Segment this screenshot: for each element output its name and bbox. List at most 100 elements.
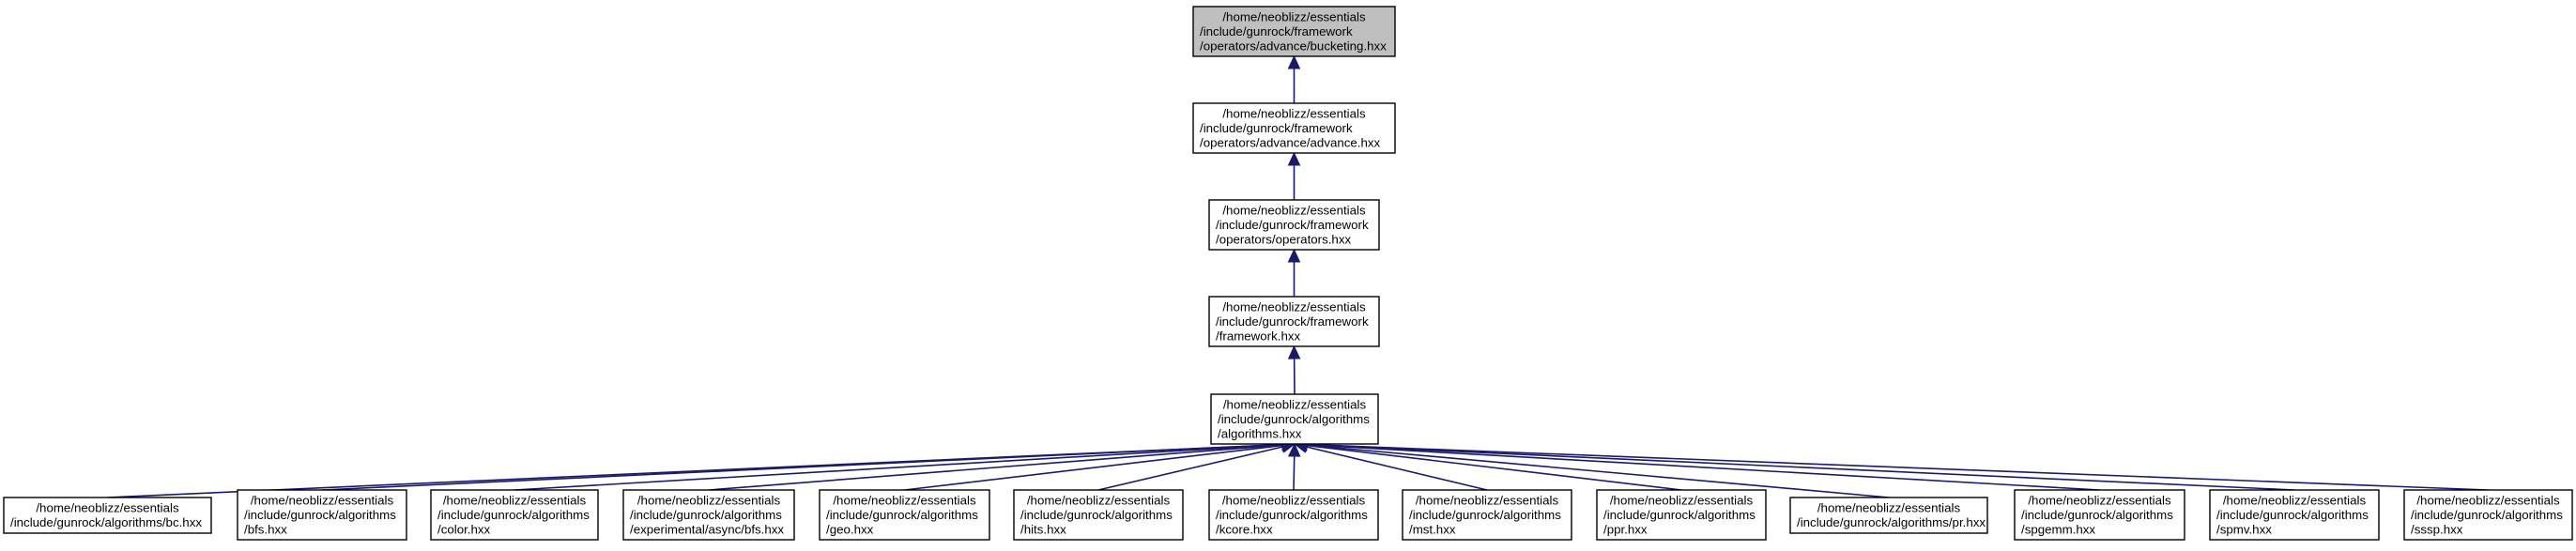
node-label-line: /include/gunrock/algorithms xyxy=(1216,508,1368,522)
node-box xyxy=(1208,296,1380,347)
node-label-line: /geo.hxx xyxy=(826,522,874,536)
node-label-line: /spgemm.hxx xyxy=(2021,522,2095,536)
node-label-line: /operators/advance/advance.hxx xyxy=(1200,135,1381,149)
edge-spmv-to-algorithms xyxy=(1293,437,2295,491)
node-label-line: /kcore.hxx xyxy=(1216,522,1273,536)
edge-arrowhead xyxy=(1287,248,1301,263)
node-kcore[interactable]: /home/neoblizz/essentials/include/gunroc… xyxy=(1208,489,1379,541)
node-label-line: /include/gunrock/algorithms/bc.hxx xyxy=(10,515,202,529)
node-box xyxy=(2209,489,2380,541)
node-label-line: /home/neoblizz/essentials xyxy=(1222,106,1366,120)
node-ppr[interactable]: /home/neoblizz/essentials/include/gunroc… xyxy=(1596,489,1767,541)
node-mst[interactable]: /home/neoblizz/essentials/include/gunroc… xyxy=(1402,489,1572,541)
edge-framework-to-operators xyxy=(1287,248,1301,297)
edge-spgemm-to-algorithms xyxy=(1293,437,2100,491)
edge-line xyxy=(321,443,1283,491)
node-bc[interactable]: /home/neoblizz/essentials/include/gunroc… xyxy=(3,497,212,534)
node-label-line: /include/gunrock/algorithms xyxy=(1020,508,1173,522)
node-label-line: /home/neoblizz/essentials xyxy=(1610,493,1754,507)
node-box xyxy=(1192,6,1396,57)
node-box xyxy=(622,489,795,541)
node-label-line: /include/gunrock/framework xyxy=(1200,121,1353,135)
edge-color-to-algorithms xyxy=(514,438,1296,491)
node-advance[interactable]: /home/neoblizz/essentials/include/gunroc… xyxy=(1192,102,1396,154)
node-box xyxy=(819,489,990,541)
node-label-line: /operators/advance/bucketing.hxx xyxy=(1200,38,1387,53)
node-box xyxy=(430,489,599,541)
node-box xyxy=(1013,489,1184,541)
node-label-line: /home/neoblizz/essentials xyxy=(443,493,587,507)
node-box xyxy=(1402,489,1572,541)
node-box xyxy=(1789,497,1988,534)
edge-line xyxy=(1306,443,2295,491)
node-framework[interactable]: /home/neoblizz/essentials/include/gunroc… xyxy=(1208,296,1380,347)
node-spgemm[interactable]: /home/neoblizz/essentials/include/gunroc… xyxy=(2014,489,2185,541)
node-label-line: /operators/operators.hxx xyxy=(1216,232,1351,246)
node-label-line: /home/neoblizz/essentials xyxy=(1222,203,1366,217)
node-label-line: /include/gunrock/algorithms xyxy=(437,508,590,522)
node-label-line: /mst.hxx xyxy=(1409,522,1456,536)
node-label-line: /home/neoblizz/essentials xyxy=(1817,501,1961,515)
edge-line xyxy=(708,444,1283,491)
edge-algorithms-to-framework xyxy=(1287,344,1301,395)
edge-arrowhead xyxy=(1287,344,1301,360)
node-label-line: /home/neoblizz/essentials xyxy=(833,493,976,507)
edges-layer xyxy=(107,54,2489,498)
node-label-line: /ppr.hxx xyxy=(1603,522,1648,536)
edge-line xyxy=(1306,444,1682,491)
node-label-line: /hits.hxx xyxy=(1020,522,1066,536)
node-label-line: /algorithms.hxx xyxy=(1218,426,1302,440)
node-box xyxy=(1208,199,1380,251)
edge-line xyxy=(1306,443,2100,491)
edge-line xyxy=(904,444,1283,491)
node-label-line: /home/neoblizz/essentials xyxy=(1222,9,1366,23)
edge-line xyxy=(514,443,1283,491)
node-color[interactable]: /home/neoblizz/essentials/include/gunroc… xyxy=(430,489,599,541)
node-label-line: /home/neoblizz/essentials xyxy=(1027,493,1171,507)
node-label-line: /home/neoblizz/essentials xyxy=(1223,397,1367,411)
node-label-line: /home/neoblizz/essentials xyxy=(2028,493,2171,507)
edge-operators-to-advance xyxy=(1287,151,1301,200)
node-label-line: /include/gunrock/algorithms/pr.hxx xyxy=(1797,515,1986,529)
node-bfs[interactable]: /home/neoblizz/essentials/include/gunroc… xyxy=(237,489,407,541)
edge-kcore-to-algorithms xyxy=(1287,442,1301,491)
node-box xyxy=(2403,489,2573,541)
node-box xyxy=(1596,489,1767,541)
node-label-line: /include/gunrock/algorithms xyxy=(1603,508,1756,522)
node-box xyxy=(237,489,407,541)
edge-sssp-to-algorithms xyxy=(1293,437,2489,491)
edge-line xyxy=(1306,444,1890,498)
edge-line xyxy=(1293,455,1296,491)
edge-line xyxy=(1306,446,1488,491)
node-pr[interactable]: /home/neoblizz/essentials/include/gunroc… xyxy=(1789,497,1988,534)
edge-advance-to-bucketing xyxy=(1287,54,1301,103)
node-label-line: /sssp.hxx xyxy=(2411,522,2463,536)
node-label-line: /home/neoblizz/essentials xyxy=(637,493,781,507)
node-label-line: /home/neoblizz/essentials xyxy=(2416,493,2560,507)
node-label-line: /framework.hxx xyxy=(1216,329,1300,343)
node-hits[interactable]: /home/neoblizz/essentials/include/gunroc… xyxy=(1013,489,1184,541)
node-label-line: /include/gunrock/framework xyxy=(1200,24,1353,38)
node-bucketing: /home/neoblizz/essentials/include/gunroc… xyxy=(1192,6,1396,57)
node-box xyxy=(1192,102,1396,154)
node-spmv[interactable]: /home/neoblizz/essentials/include/gunroc… xyxy=(2209,489,2380,541)
node-label-line: /home/neoblizz/essentials xyxy=(1222,493,1366,507)
node-label-line: /include/gunrock/algorithms xyxy=(1218,412,1370,426)
node-sssp[interactable]: /home/neoblizz/essentials/include/gunroc… xyxy=(2403,489,2573,541)
node-geo[interactable]: /home/neoblizz/essentials/include/gunroc… xyxy=(819,489,990,541)
edge-arrowhead xyxy=(1287,54,1301,69)
node-algorithms[interactable]: /home/neoblizz/essentials/include/gunroc… xyxy=(1210,393,1379,445)
edge-arrowhead xyxy=(1287,151,1301,166)
node-label-line: /include/gunrock/algorithms xyxy=(1409,508,1561,522)
node-box xyxy=(1210,393,1379,445)
node-label-line: /spmv.hxx xyxy=(2216,522,2272,536)
node-async-bfs[interactable]: /home/neoblizz/essentials/include/gunroc… xyxy=(622,489,795,541)
node-box xyxy=(1208,489,1379,541)
node-label-line: /include/gunrock/algorithms xyxy=(826,508,978,522)
node-label-line: /home/neoblizz/essentials xyxy=(2223,493,2367,507)
node-operators[interactable]: /home/neoblizz/essentials/include/gunroc… xyxy=(1208,199,1380,251)
edge-arrowhead xyxy=(1287,442,1301,457)
node-label-line: /color.hxx xyxy=(437,522,491,536)
edge-line xyxy=(1306,443,2489,491)
